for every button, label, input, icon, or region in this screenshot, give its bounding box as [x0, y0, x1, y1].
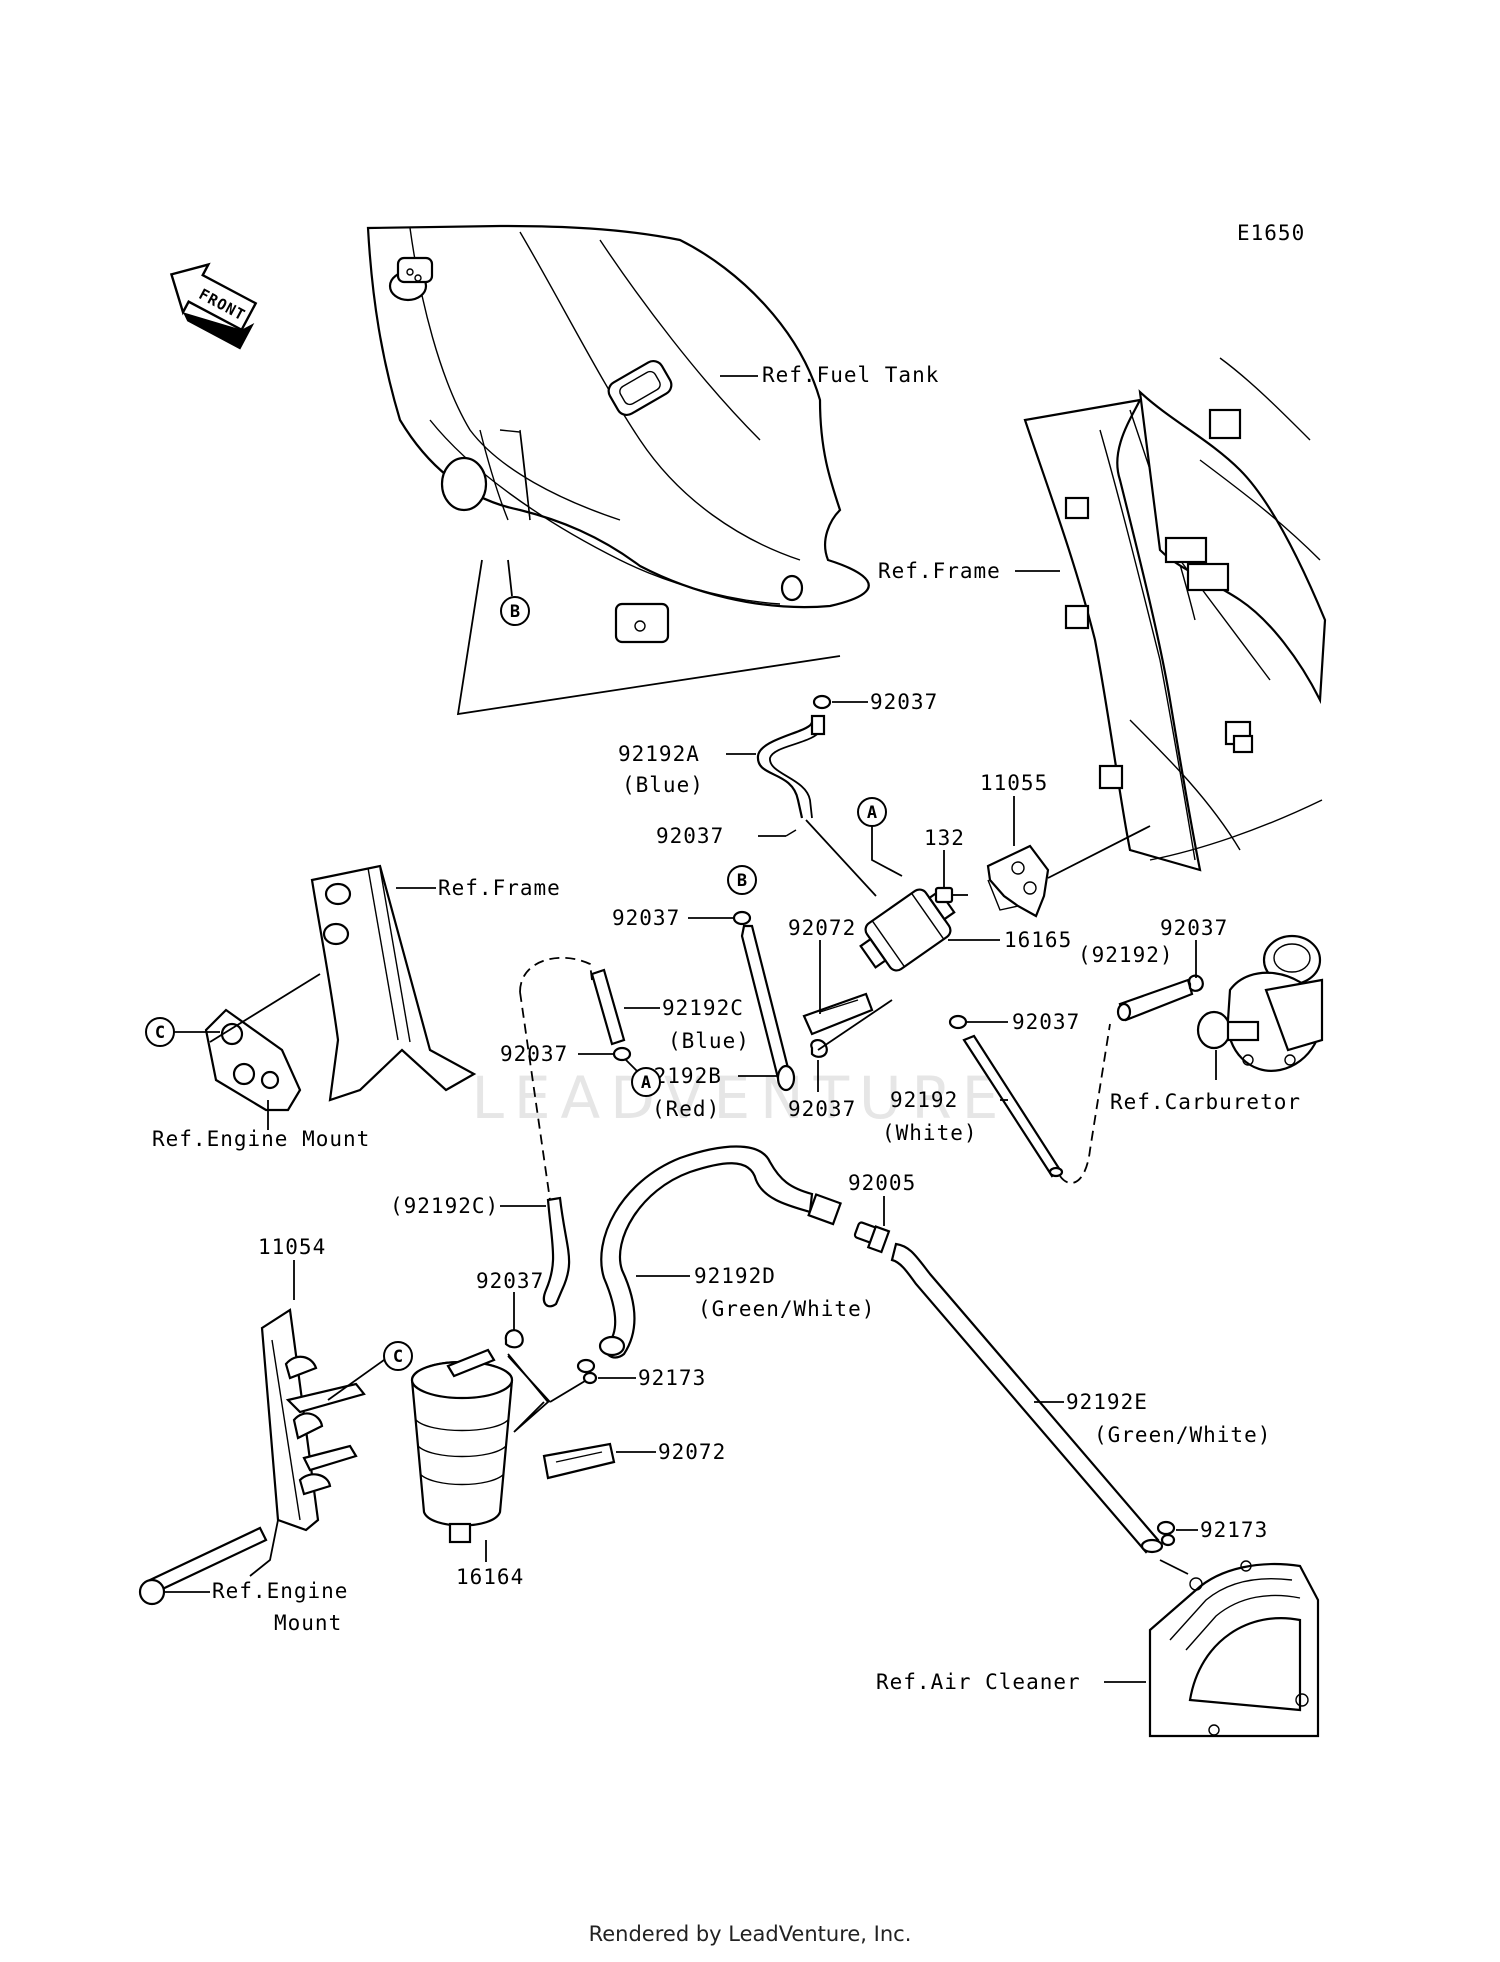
callout-ref-fuel-tank: Ref.Fuel Tank [762, 363, 939, 387]
callout-ref-carburetor: Ref.Carburetor [1110, 1090, 1301, 1114]
callout-92192c-color: (Blue) [668, 1029, 750, 1053]
callout-92192d: 92192D [694, 1264, 776, 1288]
callout-16165: 16165 [1004, 928, 1072, 952]
callout-ref-engine-mount-upper: Ref.Engine Mount [152, 1127, 370, 1151]
callout-ref-frame-right: Ref.Frame [878, 559, 1001, 583]
marker-a-low: A [641, 1073, 651, 1093]
callout-92037-bottom: 92037 [788, 1097, 856, 1121]
clamp-92037-right [948, 1014, 968, 1030]
frame-right-illustration [1023, 357, 1327, 872]
clip-92173-mid [576, 1358, 598, 1385]
callout-92192a-color: (Blue) [622, 773, 704, 797]
marker-a-top: A [867, 803, 877, 823]
marker-c-bracket: C [393, 1347, 403, 1367]
clamp-92037-top [812, 694, 832, 710]
callout-92037-top: 92037 [870, 690, 938, 714]
callout-ref-frame-left: Ref.Frame [438, 876, 561, 900]
callout-92173-low: 92173 [1200, 1518, 1268, 1542]
callout-92072-low: 92072 [658, 1440, 726, 1464]
callout-92192e: 92192E [1066, 1390, 1148, 1414]
diagram-code: E1650 [1237, 221, 1305, 245]
carburetor-illustration [1196, 934, 1324, 1072]
clip-92173-low [1156, 1520, 1176, 1547]
marker-b-hose: B [737, 871, 747, 891]
front-arrow-icon: FRONT [169, 262, 258, 350]
strap-92072-mid [802, 992, 874, 1036]
marker-c-left: C [155, 1023, 165, 1043]
callout-92192a: 92192A [618, 742, 700, 766]
callout-92192-ref: (92192) [1078, 943, 1174, 967]
footer-credit: Rendered by LeadVenture, Inc. [588, 1922, 912, 1946]
clamp-92037-can [504, 1329, 524, 1349]
frame-left-illustration [204, 864, 477, 1112]
connector-92005 [853, 1221, 891, 1254]
callout-92192b-color: (Red) [652, 1097, 720, 1121]
air-cleaner-illustration [1148, 1560, 1320, 1738]
bolt-132 [934, 886, 968, 904]
callout-92037-b: 92037 [612, 906, 680, 930]
callout-92037-right: 92037 [1012, 1010, 1080, 1034]
clamp-92037-b [732, 910, 752, 926]
fuel-tank-illustration [366, 224, 870, 644]
callout-92037-a: 92037 [500, 1042, 568, 1066]
clamp-92037-a [612, 1046, 632, 1062]
marker-b-tank: B [510, 602, 520, 622]
bracket-11055 [986, 844, 1050, 918]
callout-92072-mid: 92072 [788, 916, 856, 940]
callout-92192d-color: (Green/White) [698, 1297, 875, 1321]
callout-92173-mid: 92173 [638, 1366, 706, 1390]
callout-ref-engine-mount-lower-1: Ref.Engine [212, 1579, 348, 1603]
callout-92192: 92192 [890, 1088, 958, 1112]
callout-92037-mid: 92037 [656, 824, 724, 848]
callout-92192c: 92192C [662, 996, 744, 1020]
callout-ref-air-cleaner: Ref.Air Cleaner [876, 1670, 1081, 1694]
fuel-filter-16165 [859, 888, 956, 972]
callout-ref-engine-mount-lower-2: Mount [274, 1611, 342, 1635]
callout-92192c-ref: (92192C) [390, 1194, 499, 1218]
bracket-11054 [260, 1308, 366, 1532]
canister-16164 [410, 1348, 514, 1544]
callout-11054: 11054 [258, 1235, 326, 1259]
callout-92037-can: 92037 [476, 1269, 544, 1293]
watermark: LEADVENTURE [472, 1064, 1009, 1132]
callout-16164: 16164 [456, 1565, 524, 1589]
bolt-ref-engine-mount [138, 1526, 268, 1606]
callout-92192e-color: (Green/White) [1094, 1423, 1271, 1447]
callout-92192-color: (White) [882, 1121, 978, 1145]
callout-11055: 11055 [980, 771, 1048, 795]
callout-132: 132 [924, 826, 965, 850]
strap-92072-low [542, 1442, 616, 1480]
clamp-92037-carb [1188, 974, 1204, 992]
callout-92005: 92005 [848, 1171, 916, 1195]
callout-92037-carb: 92037 [1160, 916, 1228, 940]
